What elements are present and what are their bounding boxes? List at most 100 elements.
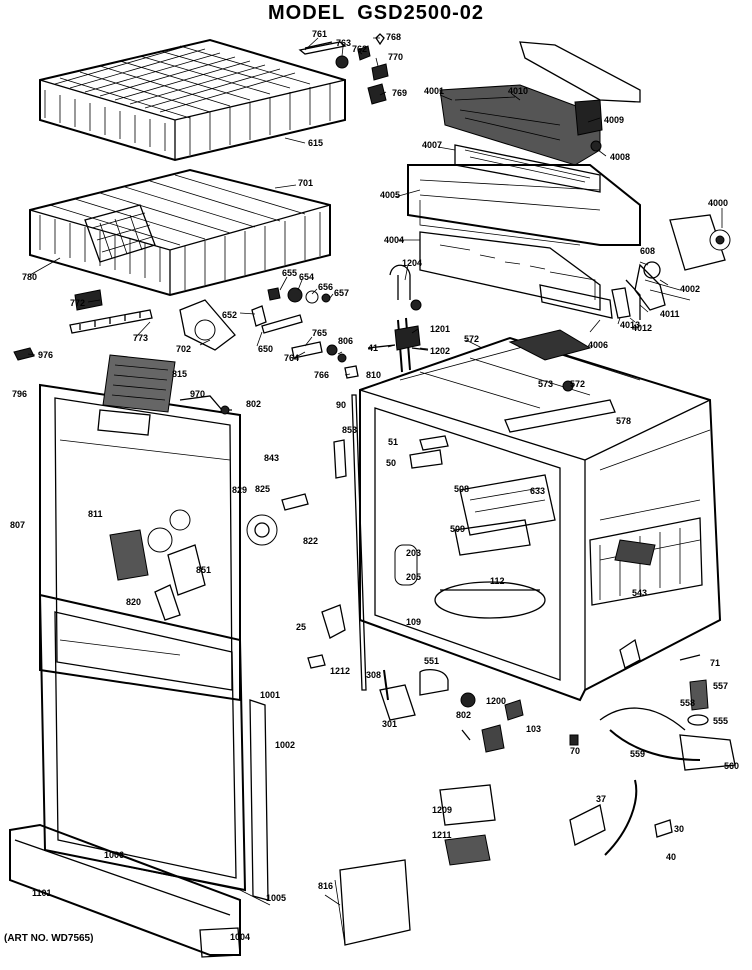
part-label-71: 71: [710, 658, 720, 668]
part-label-825: 825: [255, 484, 270, 494]
part-label-1201: 1201: [430, 324, 450, 334]
part-label-578: 578: [616, 416, 631, 426]
side-rail-90: [351, 394, 367, 691]
part-label-1212: 1212: [330, 666, 350, 676]
part-label-543: 543: [632, 588, 647, 598]
part-label-203: 203: [406, 548, 421, 558]
part-label-765: 765: [312, 328, 327, 338]
part-label-976: 976: [38, 350, 53, 360]
part-label-4010: 4010: [508, 86, 528, 96]
part-label-308: 308: [366, 670, 381, 680]
part-773: [69, 309, 153, 334]
part-label-70: 70: [570, 746, 580, 756]
spray-arm-parts: [179, 264, 429, 379]
part-label-851: 851: [196, 565, 211, 575]
part-label-1204: 1204: [402, 258, 422, 268]
part-label-655: 655: [282, 268, 297, 278]
part-label-769: 769: [392, 88, 407, 98]
part-label-764: 764: [284, 353, 299, 363]
part-label-807: 807: [10, 520, 25, 530]
part-label-772: 772: [70, 298, 85, 308]
part-label-822: 822: [303, 536, 318, 546]
part-label-802: 802: [246, 399, 261, 409]
part-label-1209: 1209: [432, 805, 452, 815]
part-label-558: 558: [680, 698, 695, 708]
part-label-608: 608: [640, 246, 655, 256]
part-label-1211: 1211: [432, 830, 452, 840]
tub-assembly: [359, 329, 722, 702]
part-label-656: 656: [318, 282, 333, 292]
part-label-853: 853: [342, 425, 357, 435]
part-label-815: 815: [172, 369, 187, 379]
part-label-112: 112: [490, 576, 505, 586]
part-label-4009: 4009: [604, 115, 624, 125]
part-label-1202: 1202: [430, 346, 450, 356]
door-inner-panel: [38, 593, 271, 906]
part-label-829: 829: [232, 485, 247, 495]
part-label-4001: 4001: [424, 86, 444, 96]
part-label-650: 650: [258, 344, 273, 354]
part-label-768: 768: [386, 32, 401, 42]
part-label-762: 762: [352, 44, 367, 54]
art-number: (ART NO. WD7565): [4, 933, 94, 944]
part-label-557: 557: [713, 681, 728, 691]
part-label-551: 551: [424, 656, 439, 666]
lower-rack: [29, 168, 331, 297]
part-label-573: 573: [538, 379, 553, 389]
part-label-559: 559: [630, 749, 645, 759]
part-label-4000: 4000: [708, 198, 728, 208]
part-label-701: 701: [298, 178, 313, 188]
part-label-4004: 4004: [384, 235, 404, 245]
part-label-90: 90: [336, 400, 346, 410]
part-label-796: 796: [12, 389, 27, 399]
part-label-1004: 1004: [230, 932, 250, 942]
rack-clips: [304, 33, 389, 105]
part-label-1005: 1005: [266, 893, 286, 903]
part-label-4013: 4013: [620, 320, 640, 330]
part-label-37: 37: [596, 794, 606, 804]
part-51: [419, 435, 449, 451]
part-label-509: 509: [450, 524, 465, 534]
leader-lines: [27, 37, 723, 376]
part-772: [74, 289, 103, 311]
part-label-555: 555: [713, 716, 728, 726]
part-50: [409, 449, 443, 469]
part-label-301: 301: [382, 719, 397, 729]
part-label-811: 811: [88, 509, 103, 519]
part-label-508a: 508: [454, 484, 469, 494]
part-label-761: 761: [312, 29, 327, 39]
part-label-970: 970: [190, 389, 205, 399]
part-label-702: 702: [176, 344, 191, 354]
part-label-1002: 1002: [275, 740, 295, 750]
part-label-30: 30: [674, 824, 684, 834]
part-label-806: 806: [338, 336, 353, 346]
control-panel-assembly: [407, 41, 731, 320]
part-label-770: 770: [388, 52, 403, 62]
part-label-41: 41: [368, 343, 378, 353]
part-label-572a: 572: [464, 334, 479, 344]
part-label-763: 763: [336, 38, 351, 48]
part-label-843: 843: [264, 453, 279, 463]
part-label-654: 654: [299, 272, 314, 282]
part-label-4011: 4011: [660, 309, 680, 319]
part-label-51: 51: [388, 437, 398, 447]
part-label-615: 615: [308, 138, 323, 148]
part-label-766: 766: [314, 370, 329, 380]
part-label-560: 560: [724, 761, 739, 771]
part-label-1101: 1101: [32, 888, 52, 898]
part-label-652: 652: [222, 310, 237, 320]
part-label-103: 103: [526, 724, 541, 734]
part-label-4002: 4002: [680, 284, 700, 294]
part-853: [333, 439, 347, 479]
part-label-816: 816: [318, 881, 333, 891]
model-number: GSD2500-02: [357, 2, 484, 24]
pump-and-motor: [307, 604, 736, 946]
door-assembly: [39, 354, 309, 702]
part-976: [13, 347, 35, 361]
part-label-1001: 1001: [260, 690, 280, 700]
part-label-205: 205: [406, 572, 421, 582]
kick-plate: [9, 823, 241, 958]
